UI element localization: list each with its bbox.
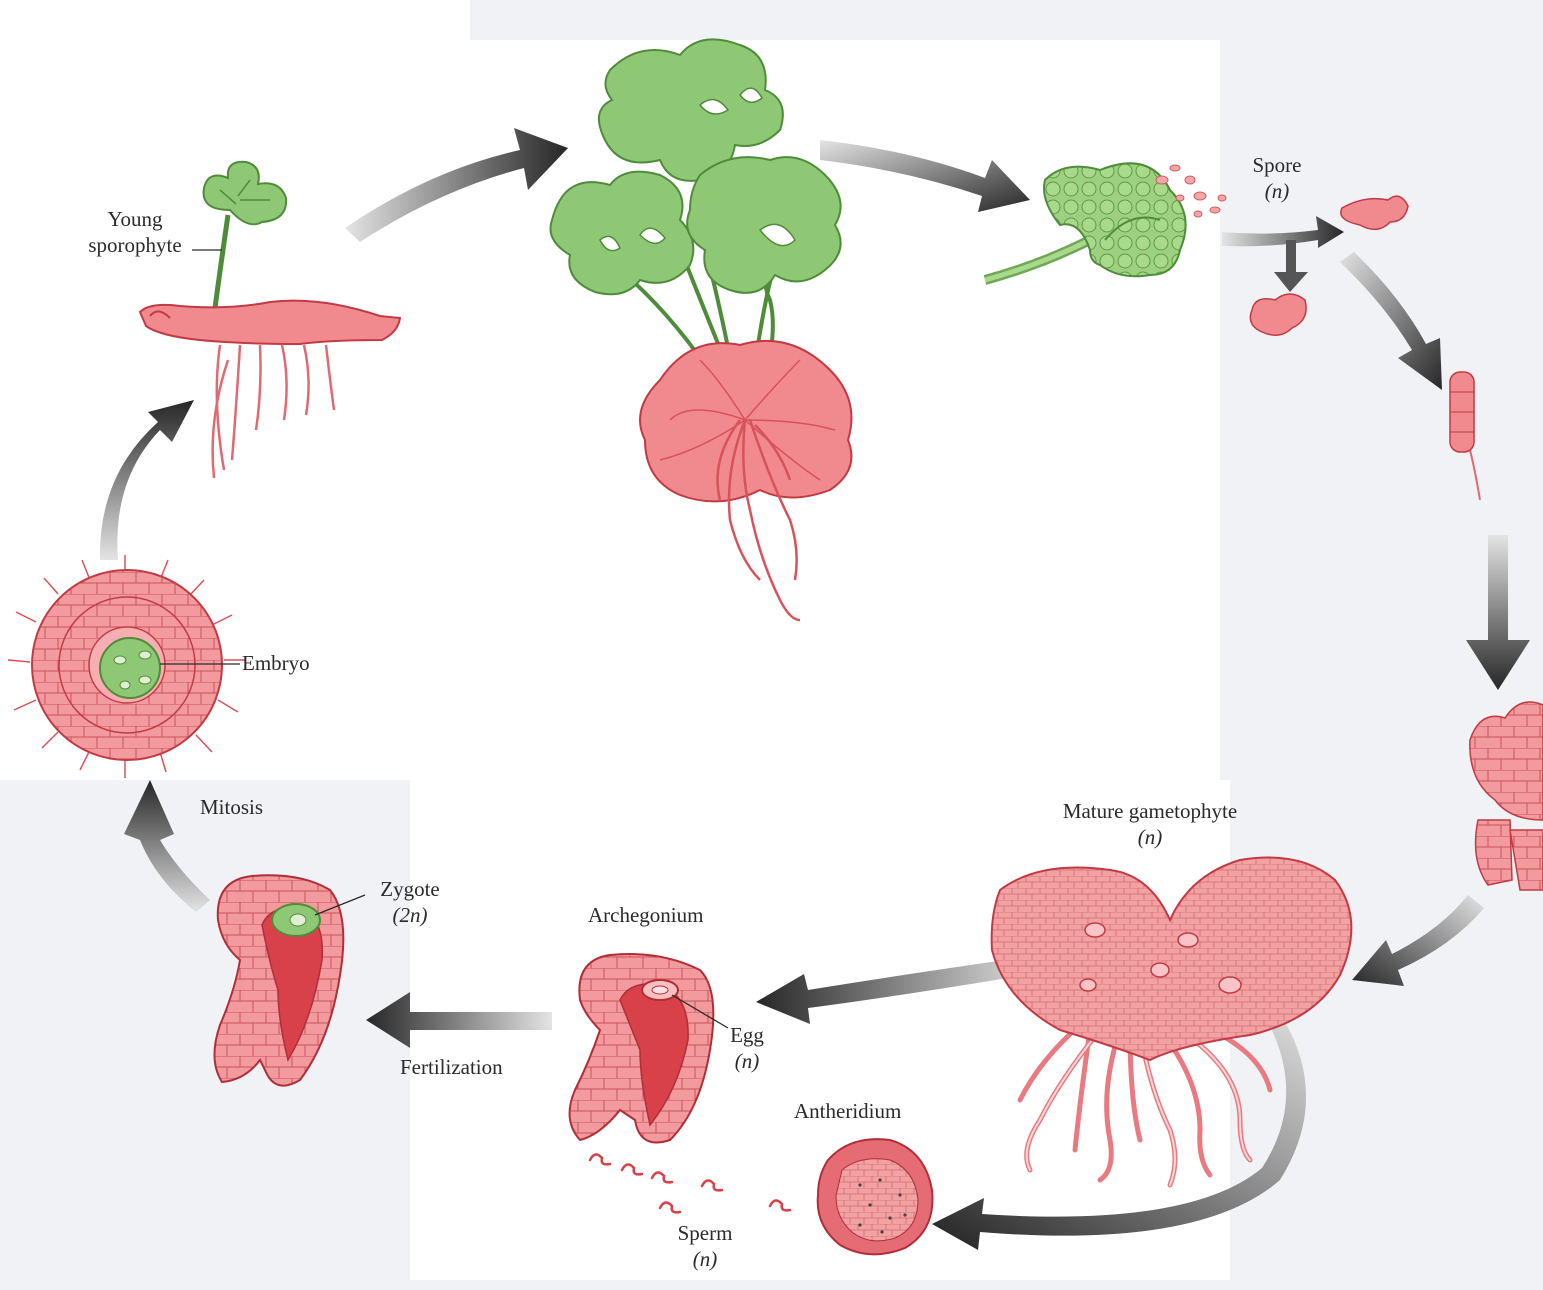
label-embryo: Embryo bbox=[242, 650, 310, 676]
label-mature-gametophyte-ploidy: (n) bbox=[1030, 824, 1270, 850]
label-young-sporophyte-line2: sporophyte bbox=[70, 232, 200, 258]
label-sperm-ploidy: (n) bbox=[660, 1246, 750, 1272]
antheridium-illustration bbox=[818, 1139, 933, 1254]
label-archegonium: Archegonium bbox=[588, 902, 703, 928]
label-young-sporophyte-line1: Young bbox=[70, 206, 200, 232]
label-zygote-line1: Zygote bbox=[360, 876, 460, 902]
label-zygote: Zygote (2n) bbox=[360, 876, 460, 928]
label-spore-line1: Spore bbox=[1232, 152, 1322, 178]
label-mature-gametophyte-line1: Mature gametophyte bbox=[1030, 798, 1270, 824]
label-sperm: Sperm (n) bbox=[660, 1220, 750, 1272]
label-antheridium: Antheridium bbox=[794, 1098, 901, 1124]
label-mitosis: Mitosis bbox=[200, 794, 263, 820]
label-spore-ploidy: (n) bbox=[1232, 178, 1322, 204]
label-spore: Spore (n) bbox=[1232, 152, 1322, 204]
label-fertilization: Fertilization bbox=[400, 1054, 503, 1080]
label-zygote-ploidy: (2n) bbox=[360, 902, 460, 928]
label-sperm-line1: Sperm bbox=[660, 1220, 750, 1246]
label-young-sporophyte: Young sporophyte bbox=[70, 206, 200, 258]
label-egg-ploidy: (n) bbox=[712, 1048, 782, 1074]
label-mature-gametophyte: Mature gametophyte (n) bbox=[1030, 798, 1270, 850]
label-egg: Egg (n) bbox=[712, 1022, 782, 1074]
label-egg-line1: Egg bbox=[712, 1022, 782, 1048]
